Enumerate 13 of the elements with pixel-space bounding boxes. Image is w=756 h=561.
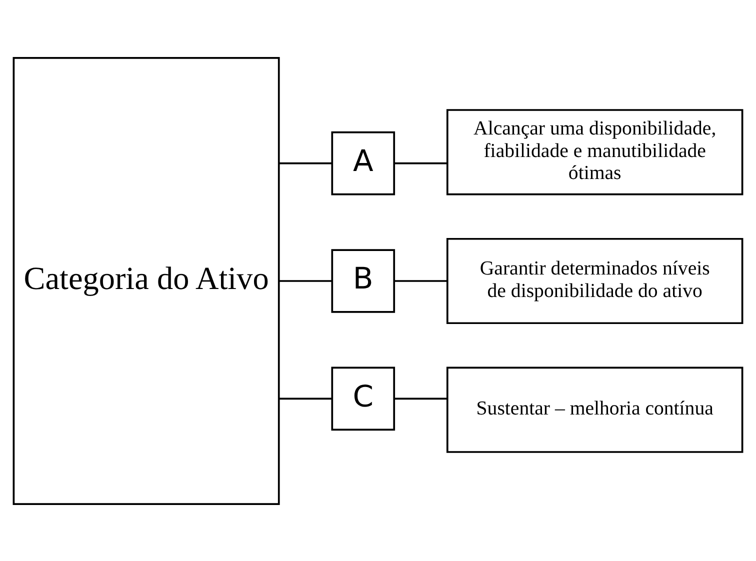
node-box: A (331, 130, 396, 195)
connector (278, 397, 332, 400)
connector (394, 162, 448, 164)
node-box: C (331, 366, 396, 430)
node-box: Alcançar uma disponibilidade, fiabilidade e manutibilidade ótimas (446, 108, 744, 195)
node-box: Sustentar – melhoria contínua (446, 366, 744, 452)
connector (394, 280, 448, 282)
connector (278, 280, 332, 282)
node-box: Garantir determinados níveis de disponibilidade do ativo (446, 237, 744, 324)
connector (278, 162, 332, 164)
node-box: Categoria do Ativo (12, 56, 280, 504)
connector (394, 397, 448, 400)
node-box: B (331, 248, 396, 312)
